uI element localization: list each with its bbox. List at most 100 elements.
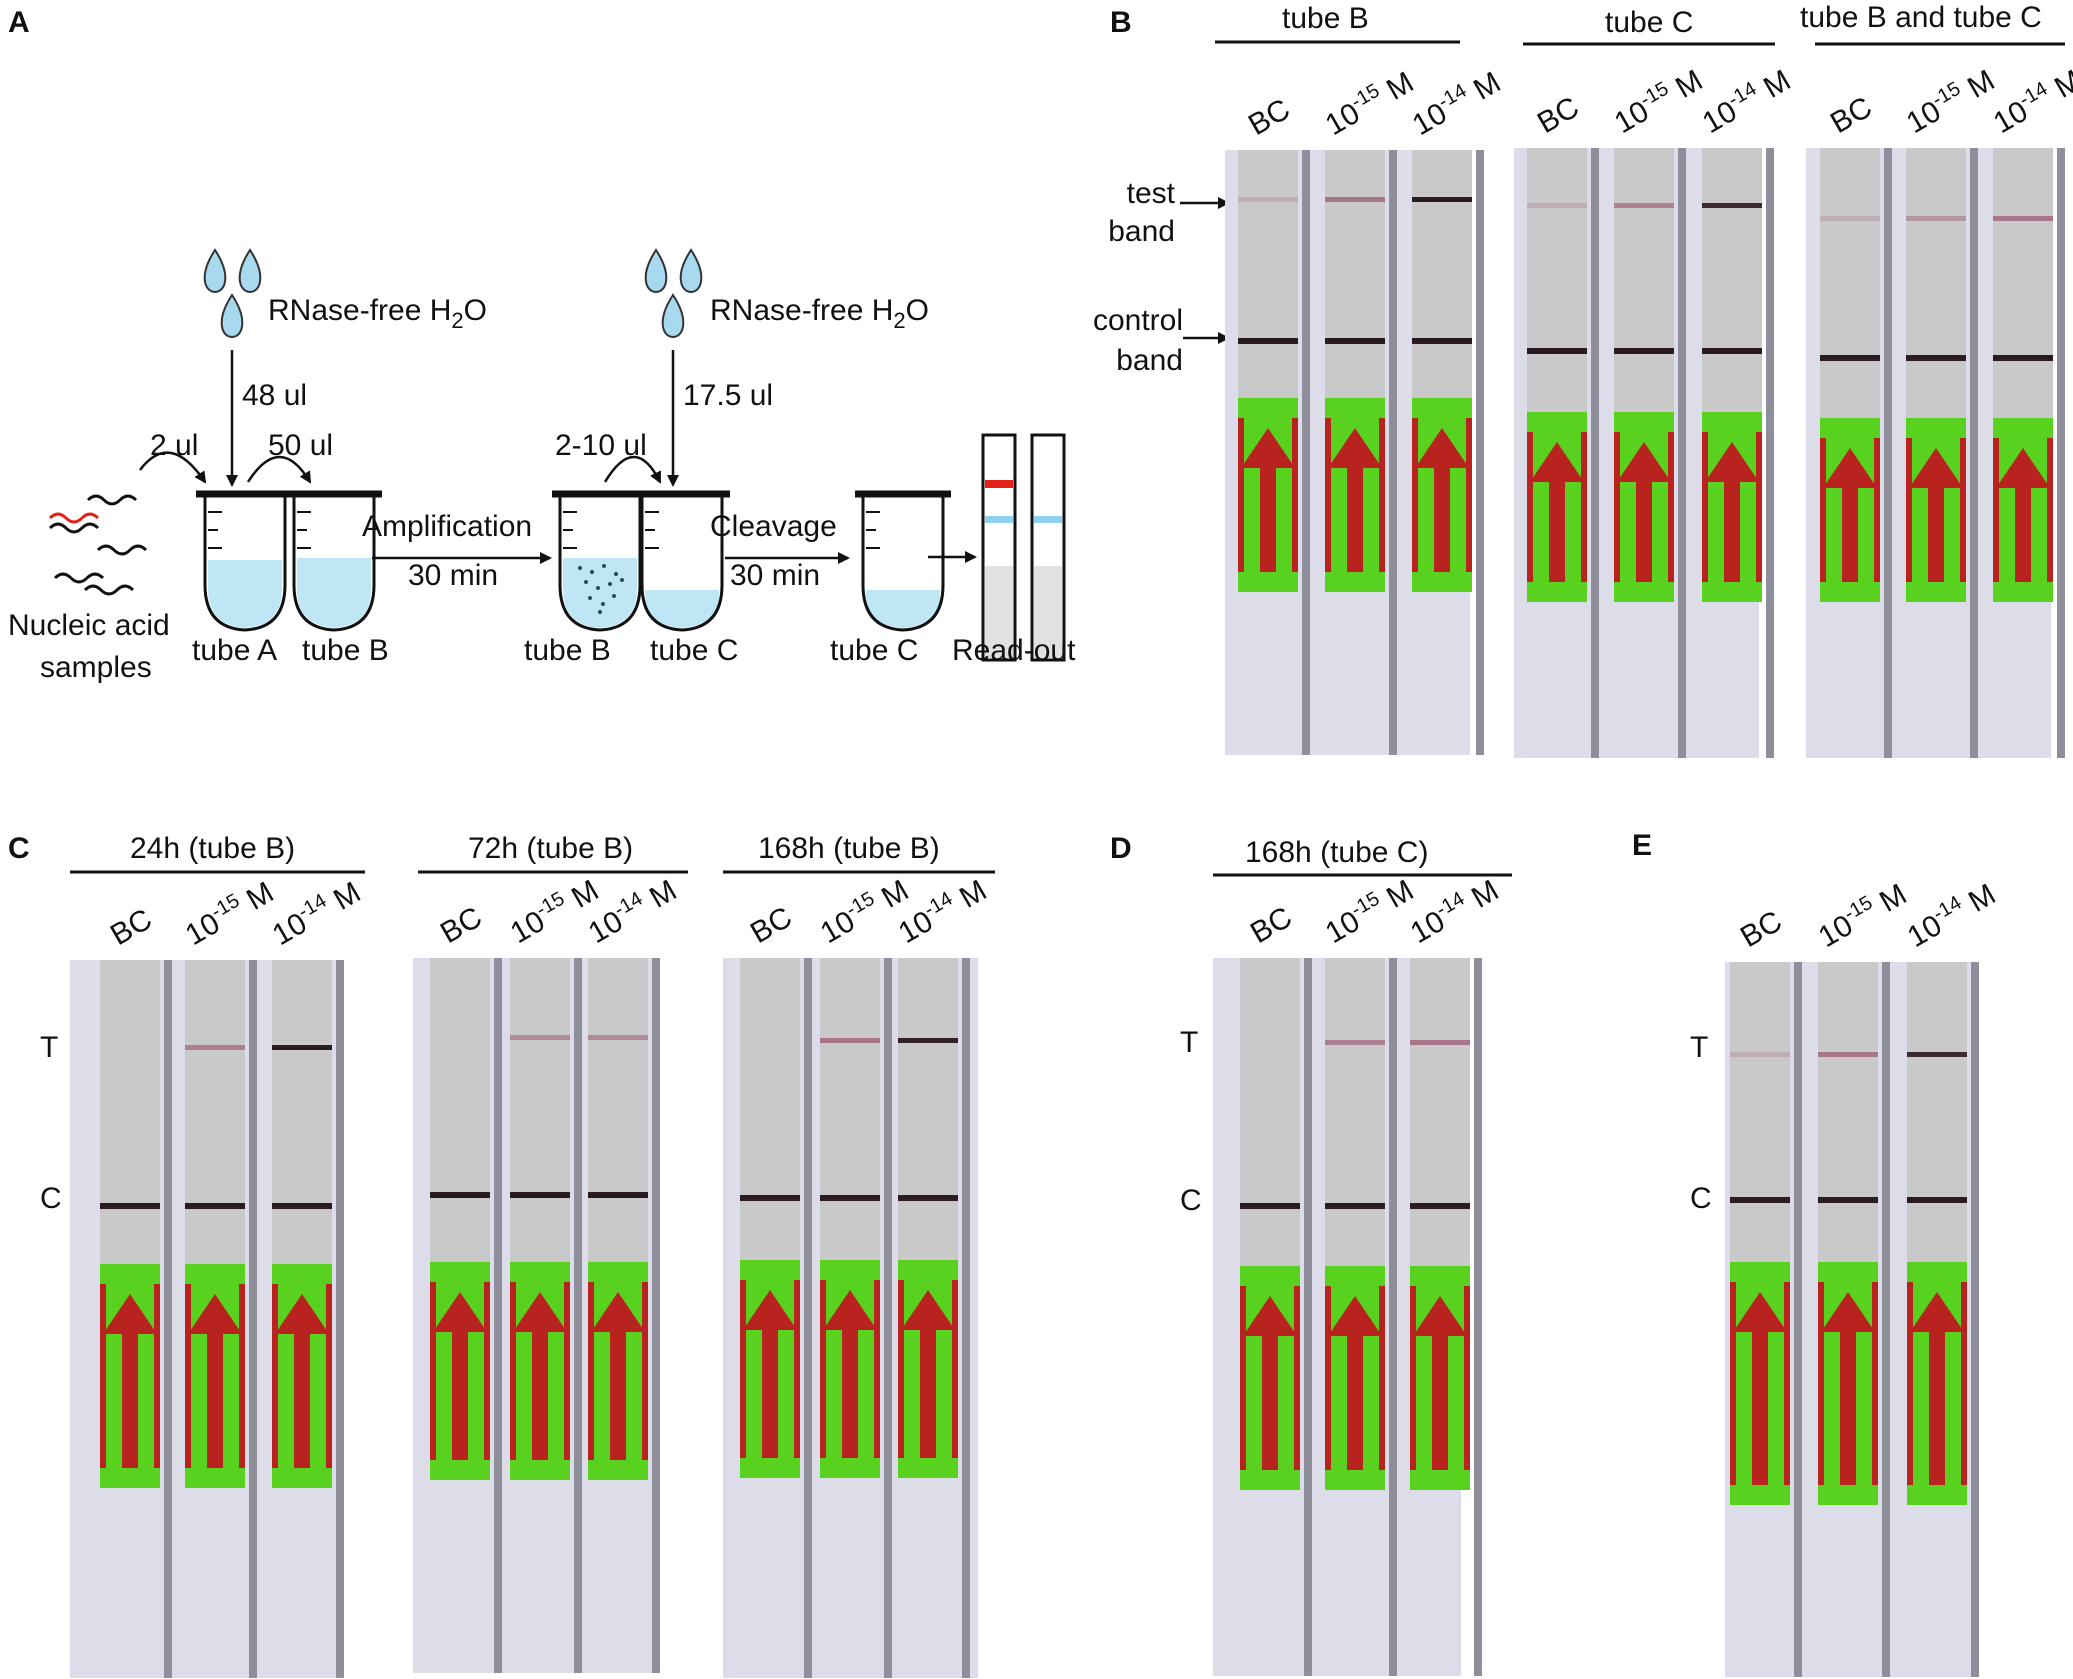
strip-arrow-edge xyxy=(2047,438,2053,582)
lane-label-concentration: 10-15 M xyxy=(814,871,915,950)
strip-control-line xyxy=(430,1192,490,1198)
strip-photo-e1 xyxy=(1725,962,1979,1677)
panel-c-group-3-title: 168h (tube B) xyxy=(758,832,940,865)
lane-label-concentration: 10-14 M xyxy=(1901,875,2002,954)
strip-arrow-icon xyxy=(1733,1292,1787,1485)
strip-membrane xyxy=(1818,962,1878,1262)
strip-groove xyxy=(1678,148,1686,758)
strip-groove xyxy=(2057,148,2065,758)
strip-groove xyxy=(1474,958,1482,1676)
strip-arrow-edge xyxy=(1906,438,1912,582)
panel-e: E T C xyxy=(1632,829,1712,1215)
curved-arrow-2-10ul xyxy=(603,455,662,484)
strip-arrow-edge xyxy=(1325,1286,1331,1470)
vol-17-5-label: 17.5 ul xyxy=(683,379,773,412)
strip-arrow-edge xyxy=(1325,418,1331,572)
strip-test-line xyxy=(185,1045,245,1050)
strip-control-line xyxy=(1325,338,1385,344)
strip-arrow-edge xyxy=(1993,438,1999,582)
strip-arrow-icon xyxy=(901,1290,955,1458)
strip-photo-b3 xyxy=(1806,148,2065,758)
strip-membrane xyxy=(1527,148,1587,412)
strip-arrow-edge xyxy=(326,1284,332,1468)
strip-arrow-edge xyxy=(1238,418,1244,572)
panel-e-c-label: C xyxy=(1690,1182,1712,1215)
strip-control-line xyxy=(1702,348,1762,354)
strip-groove xyxy=(1476,150,1484,755)
strip-arrow-edge xyxy=(1961,1282,1967,1485)
strip-groove xyxy=(1766,148,1774,758)
strip-membrane xyxy=(1325,958,1385,1266)
strip-control-line xyxy=(820,1195,880,1201)
lane-label-concentration: 10-14 M xyxy=(582,871,683,950)
strip-membrane xyxy=(510,958,570,1262)
strip-membrane xyxy=(1993,148,2053,418)
strip-arrow-edge xyxy=(898,1280,904,1458)
strip-arrow-edge xyxy=(1614,432,1620,582)
strip-arrow-icon xyxy=(1328,1296,1382,1470)
strip-arrow-edge xyxy=(1818,1282,1824,1485)
test-band-label-2: band xyxy=(1108,215,1175,248)
strip-arrow-icon xyxy=(1415,428,1469,572)
strip-groove xyxy=(962,958,970,1678)
panel-c-letter: C xyxy=(8,832,30,865)
strip-test-line xyxy=(1907,1052,1967,1057)
strip-arrow-icon xyxy=(743,1290,797,1458)
strip-membrane xyxy=(820,958,880,1260)
strip-arrow-edge xyxy=(588,1282,594,1460)
strip-groove xyxy=(336,960,344,1678)
strip-arrow-icon xyxy=(1328,428,1382,572)
strip-arrow-edge xyxy=(1410,1286,1416,1470)
strip-control-line xyxy=(1238,338,1298,344)
strip-arrow-edge xyxy=(1702,432,1708,582)
panel-c-t-label: T xyxy=(40,1031,58,1064)
lane-label-concentration: 10-15 M xyxy=(1319,871,1420,950)
panel-a-letter: A xyxy=(8,6,30,39)
strip-membrane xyxy=(1907,962,1967,1262)
strip-arrow-icon xyxy=(513,1292,567,1460)
strip-membrane xyxy=(1820,148,1880,418)
strip-membrane xyxy=(1325,150,1385,398)
strip-test-line xyxy=(820,1038,880,1043)
cleavage-time: 30 min xyxy=(730,559,820,592)
lane-label-bc: BC xyxy=(745,901,798,950)
panel-b-letter: B xyxy=(1110,6,1132,39)
strip-arrow-edge xyxy=(1874,438,1880,582)
strip-groove xyxy=(652,958,660,1673)
lane-label-concentration: 10-15 M xyxy=(1608,61,1709,140)
tube-c-label-2: tube C xyxy=(830,634,918,667)
strip-control-line xyxy=(272,1203,332,1209)
strip-arrow-icon xyxy=(823,1290,877,1458)
strip-control-line xyxy=(898,1195,958,1201)
lane-label-bc: BC xyxy=(435,901,488,950)
lane-label-concentration: 10-14 M xyxy=(1696,61,1797,140)
panel-c-c-label: C xyxy=(40,1182,62,1215)
strip-arrow-edge xyxy=(1730,1282,1736,1485)
curved-arrow-50ul xyxy=(246,455,312,484)
panel-a: A RNase-free H2O 48 ul 2 ul 50 ul Nuclei… xyxy=(8,6,1076,684)
strip-arrow-edge xyxy=(1872,1282,1878,1485)
vol-2-10-label: 2-10 ul xyxy=(555,429,647,462)
lane-label-concentration: 10-14 M xyxy=(1404,871,1505,950)
strip-photos xyxy=(70,148,2065,1678)
strip-arrow-edge xyxy=(185,1284,191,1468)
strip-membrane xyxy=(185,960,245,1264)
strip-arrow-icon xyxy=(1243,1296,1297,1470)
strip-membrane xyxy=(740,958,800,1260)
strip-test-line xyxy=(272,1045,332,1050)
lane-label-concentration: 10-15 M xyxy=(1900,61,2001,140)
strip-control-line xyxy=(1240,1203,1300,1209)
water-label-1: RNase-free H2O xyxy=(268,294,487,333)
strip-arrow-edge xyxy=(1240,1286,1246,1470)
tube-a-icon xyxy=(196,490,294,632)
strip-groove xyxy=(884,958,892,1678)
strip-photo-b1 xyxy=(1225,150,1484,755)
strip-photo-b2 xyxy=(1514,148,1774,758)
strip-groove xyxy=(804,958,812,1678)
strip-membrane xyxy=(588,958,648,1262)
strip-test-line xyxy=(1820,216,1880,221)
strip-groove xyxy=(1304,958,1312,1676)
control-band-label-2: band xyxy=(1116,344,1183,377)
strip-test-line xyxy=(1238,197,1298,202)
